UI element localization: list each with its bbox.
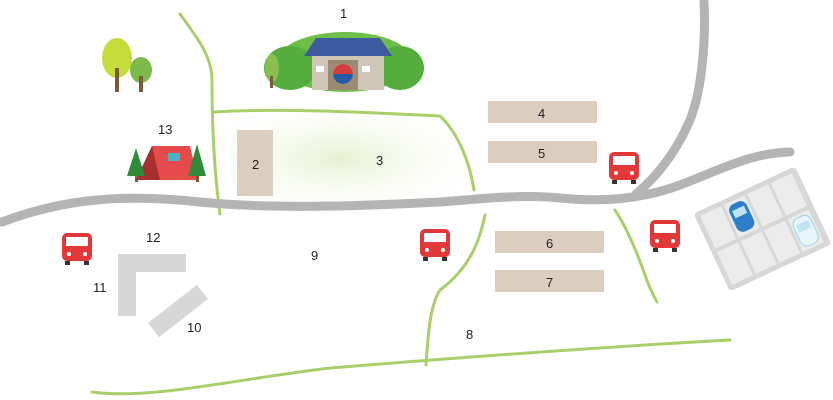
label-10: 10: [187, 320, 202, 335]
building-10: [148, 284, 208, 338]
road-north: [631, 0, 709, 199]
path-center-down: [424, 213, 487, 367]
label-11: 11: [93, 280, 107, 295]
path-lawn-right: [438, 114, 476, 192]
label-5: 5: [538, 146, 546, 161]
building-11-12: [118, 254, 186, 316]
label-1: 1: [340, 6, 348, 21]
footpaths: [90, 12, 732, 396]
building-7: [495, 270, 604, 292]
bus-icon: [609, 152, 639, 184]
bus-icon: [62, 233, 92, 265]
label-6: 6: [546, 236, 554, 251]
car-icon: [729, 201, 755, 232]
roads: [0, 0, 795, 227]
label-4: 4: [538, 106, 546, 121]
building-6: [495, 231, 604, 253]
building-5: [488, 141, 597, 163]
car-icon: [792, 214, 819, 247]
label-8: 8: [466, 327, 474, 342]
label-3: 3: [376, 153, 384, 168]
path-top-left: [178, 12, 222, 216]
label-7: 7: [546, 275, 554, 290]
tent-icon: [127, 144, 206, 182]
label-9: 9: [311, 248, 319, 263]
building-4: [488, 101, 597, 123]
label-2: 2: [252, 157, 260, 172]
tree-icon: [102, 38, 152, 92]
parking-lot: [694, 167, 831, 291]
path-bottom: [90, 338, 732, 396]
gate-building-icon: [264, 32, 424, 92]
path-right: [613, 208, 659, 304]
bus-icon: [420, 229, 450, 261]
road-main: [0, 147, 795, 227]
path-lawn-top: [212, 108, 442, 118]
bus-icon: [650, 220, 680, 252]
label-12: 12: [146, 230, 161, 245]
label-13: 13: [158, 122, 173, 137]
building-2: [237, 130, 273, 196]
